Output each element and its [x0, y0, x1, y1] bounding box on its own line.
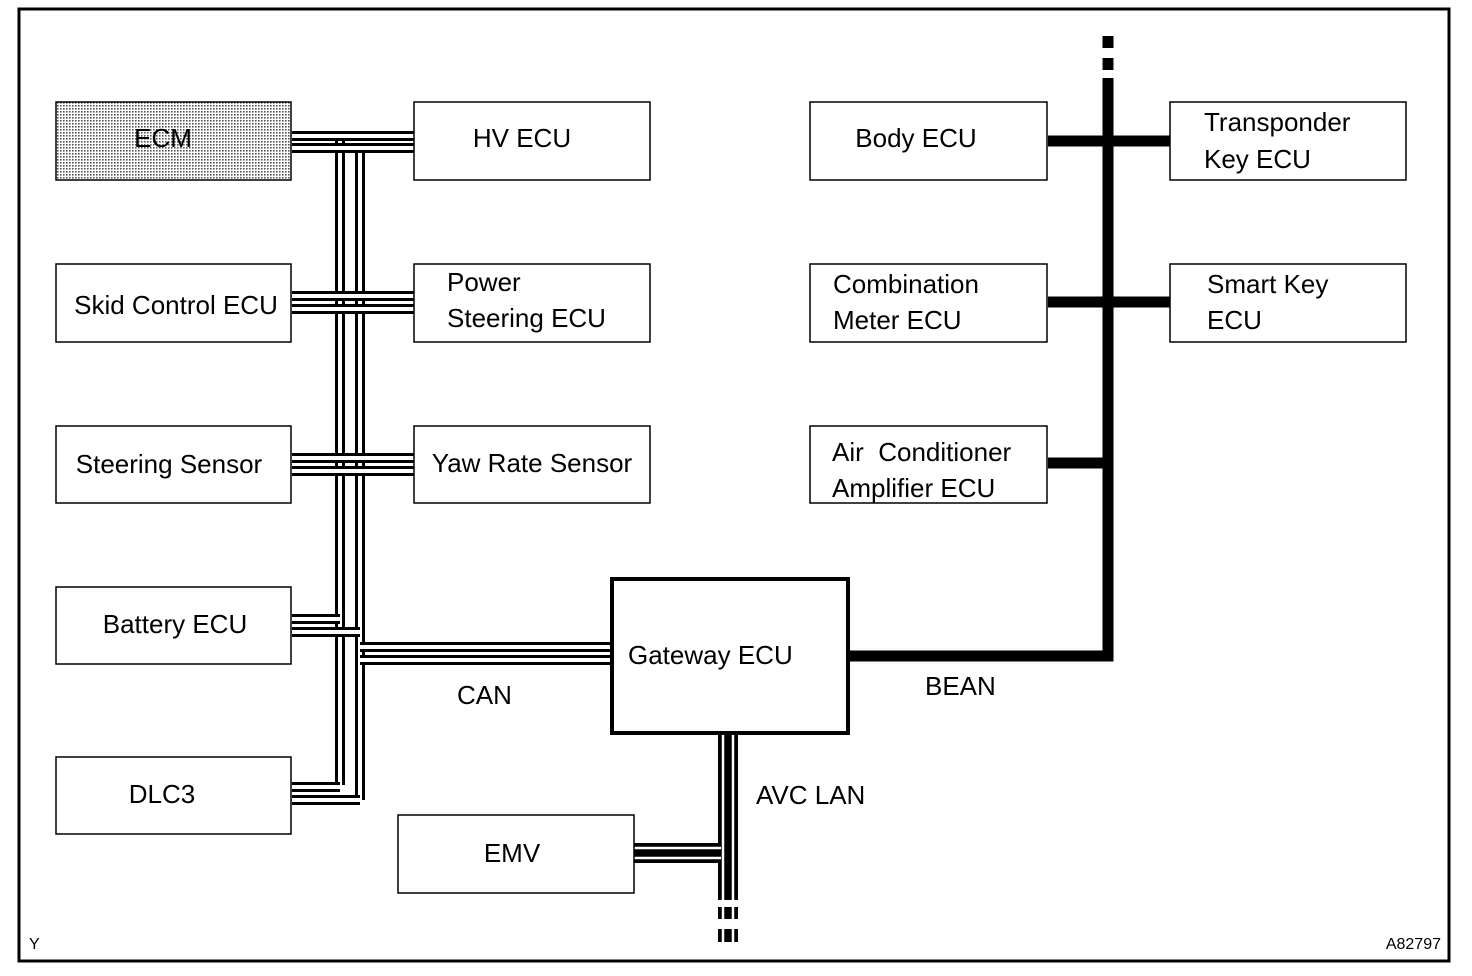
node-air-conditioner-amplifier-ecu: Air Conditioner Amplifier ECU — [809, 425, 1048, 504]
avc-lan-label: AVC LAN — [756, 780, 865, 810]
ac-amplifier-ecu-label-line1: Air Conditioner — [832, 437, 1012, 467]
node-combination-meter-ecu: Combination Meter ECU — [809, 263, 1048, 343]
power-steering-ecu-label-line1: Power — [447, 267, 521, 297]
node-hv-ecu: HV ECU — [413, 101, 651, 181]
battery-ecu-label: Battery ECU — [103, 609, 248, 639]
avc-lan-link-emv — [634, 843, 721, 863]
ecm-label: ECM — [134, 123, 192, 153]
node-power-steering-ecu: Power Steering ECU — [413, 263, 651, 343]
bean-label: BEAN — [925, 671, 996, 701]
avc-lan-dash-2 — [718, 929, 738, 942]
hv-ecu-label: HV ECU — [473, 123, 571, 153]
can-link-steer-yaw — [292, 453, 414, 476]
node-yaw-rate-sensor: Yaw Rate Sensor — [413, 425, 651, 504]
steering-sensor-label: Steering Sensor — [76, 449, 263, 479]
avc-lan-dash-1 — [718, 907, 738, 919]
node-battery-ecu: Battery ECU — [55, 586, 292, 665]
dlc3-label: DLC3 — [129, 779, 195, 809]
node-gateway-ecu: Gateway ECU — [610, 577, 850, 735]
can-link-dlc3 — [292, 782, 360, 805]
corner-mark-left: Y — [29, 936, 40, 953]
node-skid-control-ecu: Skid Control ECU — [55, 263, 292, 343]
transponder-key-ecu-label-line1: Transponder — [1204, 107, 1351, 137]
bean-trunk — [848, 78, 1114, 662]
can-link-gateway — [360, 642, 612, 665]
diagram-frame — [17, 7, 1451, 963]
body-ecu-label: Body ECU — [855, 123, 976, 153]
yaw-rate-sensor-label: Yaw Rate Sensor — [432, 448, 633, 478]
can-link-skid-ps — [292, 291, 414, 314]
power-steering-ecu-label-line2: Steering ECU — [447, 303, 606, 333]
node-ecm: ECM — [55, 101, 292, 181]
smart-key-ecu-label-line2: ECU — [1207, 305, 1262, 335]
node-smart-key-ecu: Smart Key ECU — [1169, 263, 1407, 343]
can-link-battery — [292, 614, 360, 637]
can-link-ecm-hv — [292, 131, 414, 153]
bean-bus — [848, 36, 1170, 662]
avc-lan-bus — [634, 735, 738, 942]
node-dlc3: DLC3 — [55, 756, 292, 835]
gateway-ecu-label: Gateway ECU — [628, 640, 793, 670]
figure-code: A82797 — [1386, 936, 1441, 953]
combination-meter-ecu-label-line1: Combination — [833, 269, 979, 299]
ac-amplifier-ecu-label-line2: Amplifier ECU — [832, 473, 995, 503]
can-label: CAN — [457, 680, 512, 710]
transponder-key-ecu-label-line2: Key ECU — [1204, 144, 1311, 174]
skid-control-ecu-label: Skid Control ECU — [74, 290, 278, 320]
combination-meter-ecu-label-line2: Meter ECU — [833, 305, 962, 335]
node-steering-sensor: Steering Sensor — [55, 425, 292, 504]
node-body-ecu: Body ECU — [809, 101, 1048, 181]
node-emv: EMV — [397, 814, 635, 894]
smart-key-ecu-label-line1: Smart Key — [1207, 269, 1328, 299]
node-transponder-key-ecu: Transponder Key ECU — [1169, 101, 1407, 181]
emv-label: EMV — [484, 838, 541, 868]
avc-lan-trunk — [718, 735, 738, 900]
can-bus — [292, 131, 612, 805]
